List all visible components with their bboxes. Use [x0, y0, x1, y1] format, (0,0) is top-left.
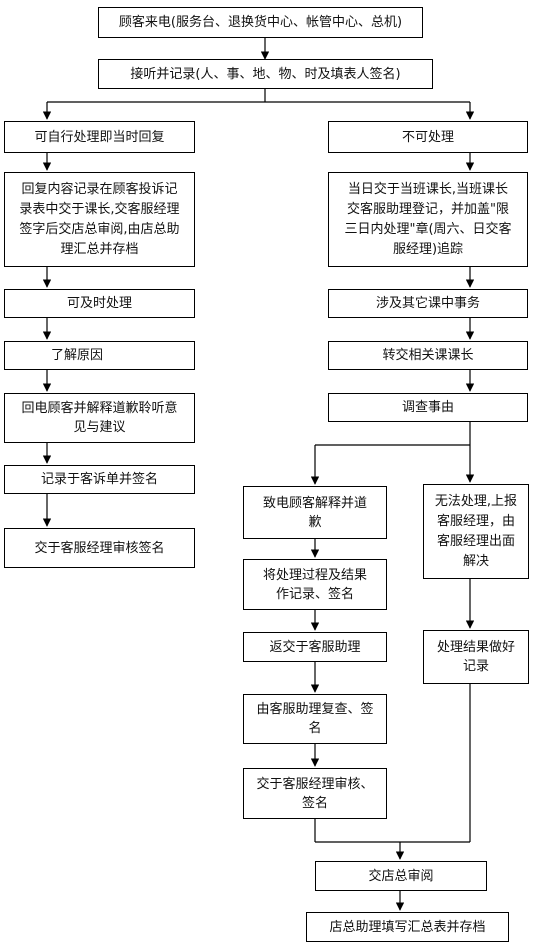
sub-b1-box: 无法处理,上报 客服经理，由 客服经理出面 解决	[423, 484, 529, 579]
left-step2-box: 可及时处理	[4, 289, 195, 318]
call-box: 顾客来电(服务台、退换货中心、帐管中心、总机)	[98, 7, 423, 38]
left-step4-box: 回电顾客并解释道歉聆听意 见与建议	[4, 393, 195, 443]
left-step1-box: 回复内容记录在顾客投诉记 录表中交于课长,交客服经理 签字后交店总审阅,由店总助…	[4, 172, 195, 267]
sub-a4-box: 由客服助理复查、签 名	[243, 694, 387, 744]
archive-box: 店总助理填写汇总表并存档	[306, 912, 509, 942]
sub-b2-box: 处理结果做好 记录	[423, 630, 529, 684]
right-step3-box: 转交相关课课长	[328, 341, 528, 370]
right-step1-box: 当日交于当班课长,当班课长 交客服助理登记，并加盖"限 三日内处理"章(周六、日…	[328, 172, 528, 267]
sub-a3-box: 返交于客服助理	[243, 632, 387, 662]
sub-a5-box: 交于客服经理审核、 签名	[243, 768, 387, 819]
review-box: 交店总审阅	[315, 861, 487, 891]
record-box: 接听并记录(人、事、地、物、时及填表人签名)	[98, 59, 433, 89]
sub-a1-box: 致电顾客解释并道 歉	[243, 486, 387, 539]
left-step6-box: 交于客服经理审核签名	[4, 528, 195, 568]
sub-a2-box: 将处理过程及结果 作记录、签名	[243, 559, 387, 610]
left-step5-box: 记录于客诉单并签名	[4, 465, 195, 494]
right-step4-box: 调查事由	[328, 393, 528, 422]
left-branch-box: 可自行处理即当时回复	[4, 121, 195, 153]
right-branch-box: 不可处理	[328, 121, 528, 153]
left-step3-box: 了解原因	[4, 341, 195, 370]
right-step2-box: 涉及其它课中事务	[328, 289, 528, 318]
